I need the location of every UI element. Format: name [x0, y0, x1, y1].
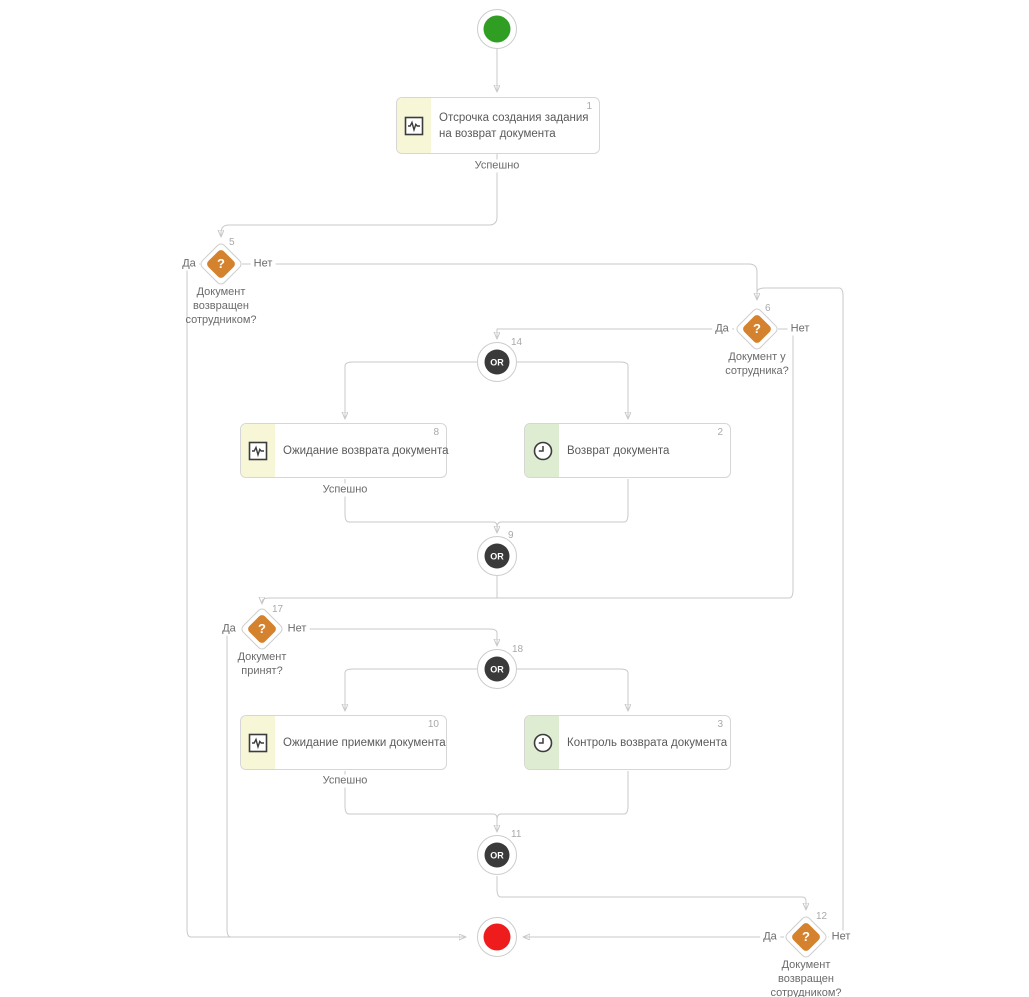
- question-mark-icon: ?: [217, 255, 225, 271]
- task-number: 3: [717, 719, 723, 730]
- task-title: Контроль возврата документа: [567, 736, 728, 749]
- branch-label-yes: Да: [219, 622, 239, 636]
- end-event-circle: [483, 923, 511, 951]
- connector-or14-task8: [345, 361, 478, 418]
- task-number: 1: [586, 101, 592, 112]
- or-gateway-14[interactable]: OR: [477, 342, 517, 382]
- branch-label-yes: Да: [712, 322, 732, 336]
- connector-or14-task2: [516, 361, 628, 418]
- gateway-question: Документ возвращен сотрудником?: [770, 959, 842, 997]
- or-gateway-number: 9: [508, 530, 514, 541]
- task-number: 10: [427, 719, 439, 730]
- result-label-task10: Успешно: [318, 774, 372, 788]
- task-title: Отсрочка создания задания на возврат док…: [439, 111, 589, 140]
- gateway-question: Документ возвращен сотрудником?: [185, 286, 257, 326]
- task-wait-document-acceptance[interactable]: 10 Ожидание приемки документа: [240, 715, 447, 770]
- task-title: Ожидание возврата документа: [283, 444, 449, 457]
- branch-label-no: Нет: [250, 257, 276, 271]
- start-event-circle: [483, 15, 511, 43]
- connector-or11-gw12: [496, 876, 806, 909]
- connector-gw17-no-or18: [285, 628, 497, 645]
- script-task-icon: [248, 441, 268, 461]
- gateway-number: 5: [229, 237, 235, 248]
- or-gateway-9[interactable]: OR: [477, 536, 517, 576]
- task-wait-document-return[interactable]: 8 Ожидание возврата документа: [240, 423, 449, 478]
- branch-label-no: Нет: [787, 322, 813, 336]
- connector-task8-or9: [344, 479, 497, 532]
- or-gateway-18[interactable]: OR: [477, 649, 517, 689]
- timer-icon: [532, 732, 554, 754]
- connector-or18-task10: [345, 668, 478, 710]
- task-title: Ожидание приемки документа: [283, 736, 446, 749]
- connector-task1-gw5: [221, 154, 498, 236]
- connector-gw5-no-gw6: [242, 263, 757, 299]
- connector-gw12-no-gw6: [756, 287, 844, 938]
- start-event[interactable]: [477, 9, 517, 49]
- result-label-task8: Успешно: [318, 483, 372, 497]
- connector-gw6-yes-or14: [497, 328, 734, 338]
- connector-task2-or9: [496, 479, 629, 529]
- branch-label-yes: Да: [179, 257, 199, 271]
- or-gateway-number: 18: [512, 644, 524, 655]
- task-control-document-return[interactable]: 3 Контроль возврата документа: [524, 715, 731, 770]
- question-mark-icon: ?: [802, 928, 810, 944]
- gateway-question: Документ у сотрудника?: [725, 351, 789, 377]
- branch-label-no: Нет: [828, 930, 854, 944]
- branch-label-yes: Да: [760, 930, 780, 944]
- question-mark-icon: ?: [753, 320, 761, 336]
- gateway-question: Документ принят?: [237, 651, 287, 677]
- branch-label-no: Нет: [284, 622, 310, 636]
- or-gateway-11[interactable]: OR: [477, 835, 517, 875]
- or-gateway-label: OR: [484, 842, 510, 868]
- result-label-task1: Успешно: [470, 159, 524, 173]
- gateway-number: 12: [816, 911, 828, 922]
- connector-or18-task3: [516, 668, 628, 710]
- or-gateway-number: 11: [511, 829, 522, 840]
- gateway-document-returned-top[interactable]: ?: [197, 240, 245, 288]
- or-gateway-number: 14: [511, 337, 523, 348]
- gateway-document-returned-bottom[interactable]: ?: [782, 913, 830, 961]
- gateway-document-with-employee[interactable]: ?: [733, 305, 781, 353]
- timer-icon: [532, 440, 554, 462]
- gateway-document-accepted[interactable]: ?: [238, 605, 286, 653]
- gateway-number: 17: [272, 604, 284, 615]
- script-task-icon: [248, 733, 268, 753]
- task-number: 8: [433, 427, 439, 438]
- task-number: 2: [717, 427, 723, 438]
- script-task-icon: [404, 116, 424, 136]
- or-gateway-label: OR: [484, 656, 510, 682]
- task-title: Возврат документа: [567, 444, 670, 457]
- connector-task3-or11: [496, 771, 629, 821]
- task-document-return[interactable]: 2 Возврат документа: [524, 423, 731, 478]
- end-event[interactable]: [477, 917, 517, 957]
- connector-gw5-yes-end: [186, 263, 232, 938]
- or-gateway-label: OR: [484, 543, 510, 569]
- connector-task10-or11: [344, 771, 497, 831]
- task-delay-create-return-job[interactable]: 1 Отсрочка создания задания на возврат д…: [396, 97, 600, 154]
- or-gateway-label: OR: [484, 349, 510, 375]
- gateway-number: 6: [765, 303, 771, 314]
- question-mark-icon: ?: [258, 620, 266, 636]
